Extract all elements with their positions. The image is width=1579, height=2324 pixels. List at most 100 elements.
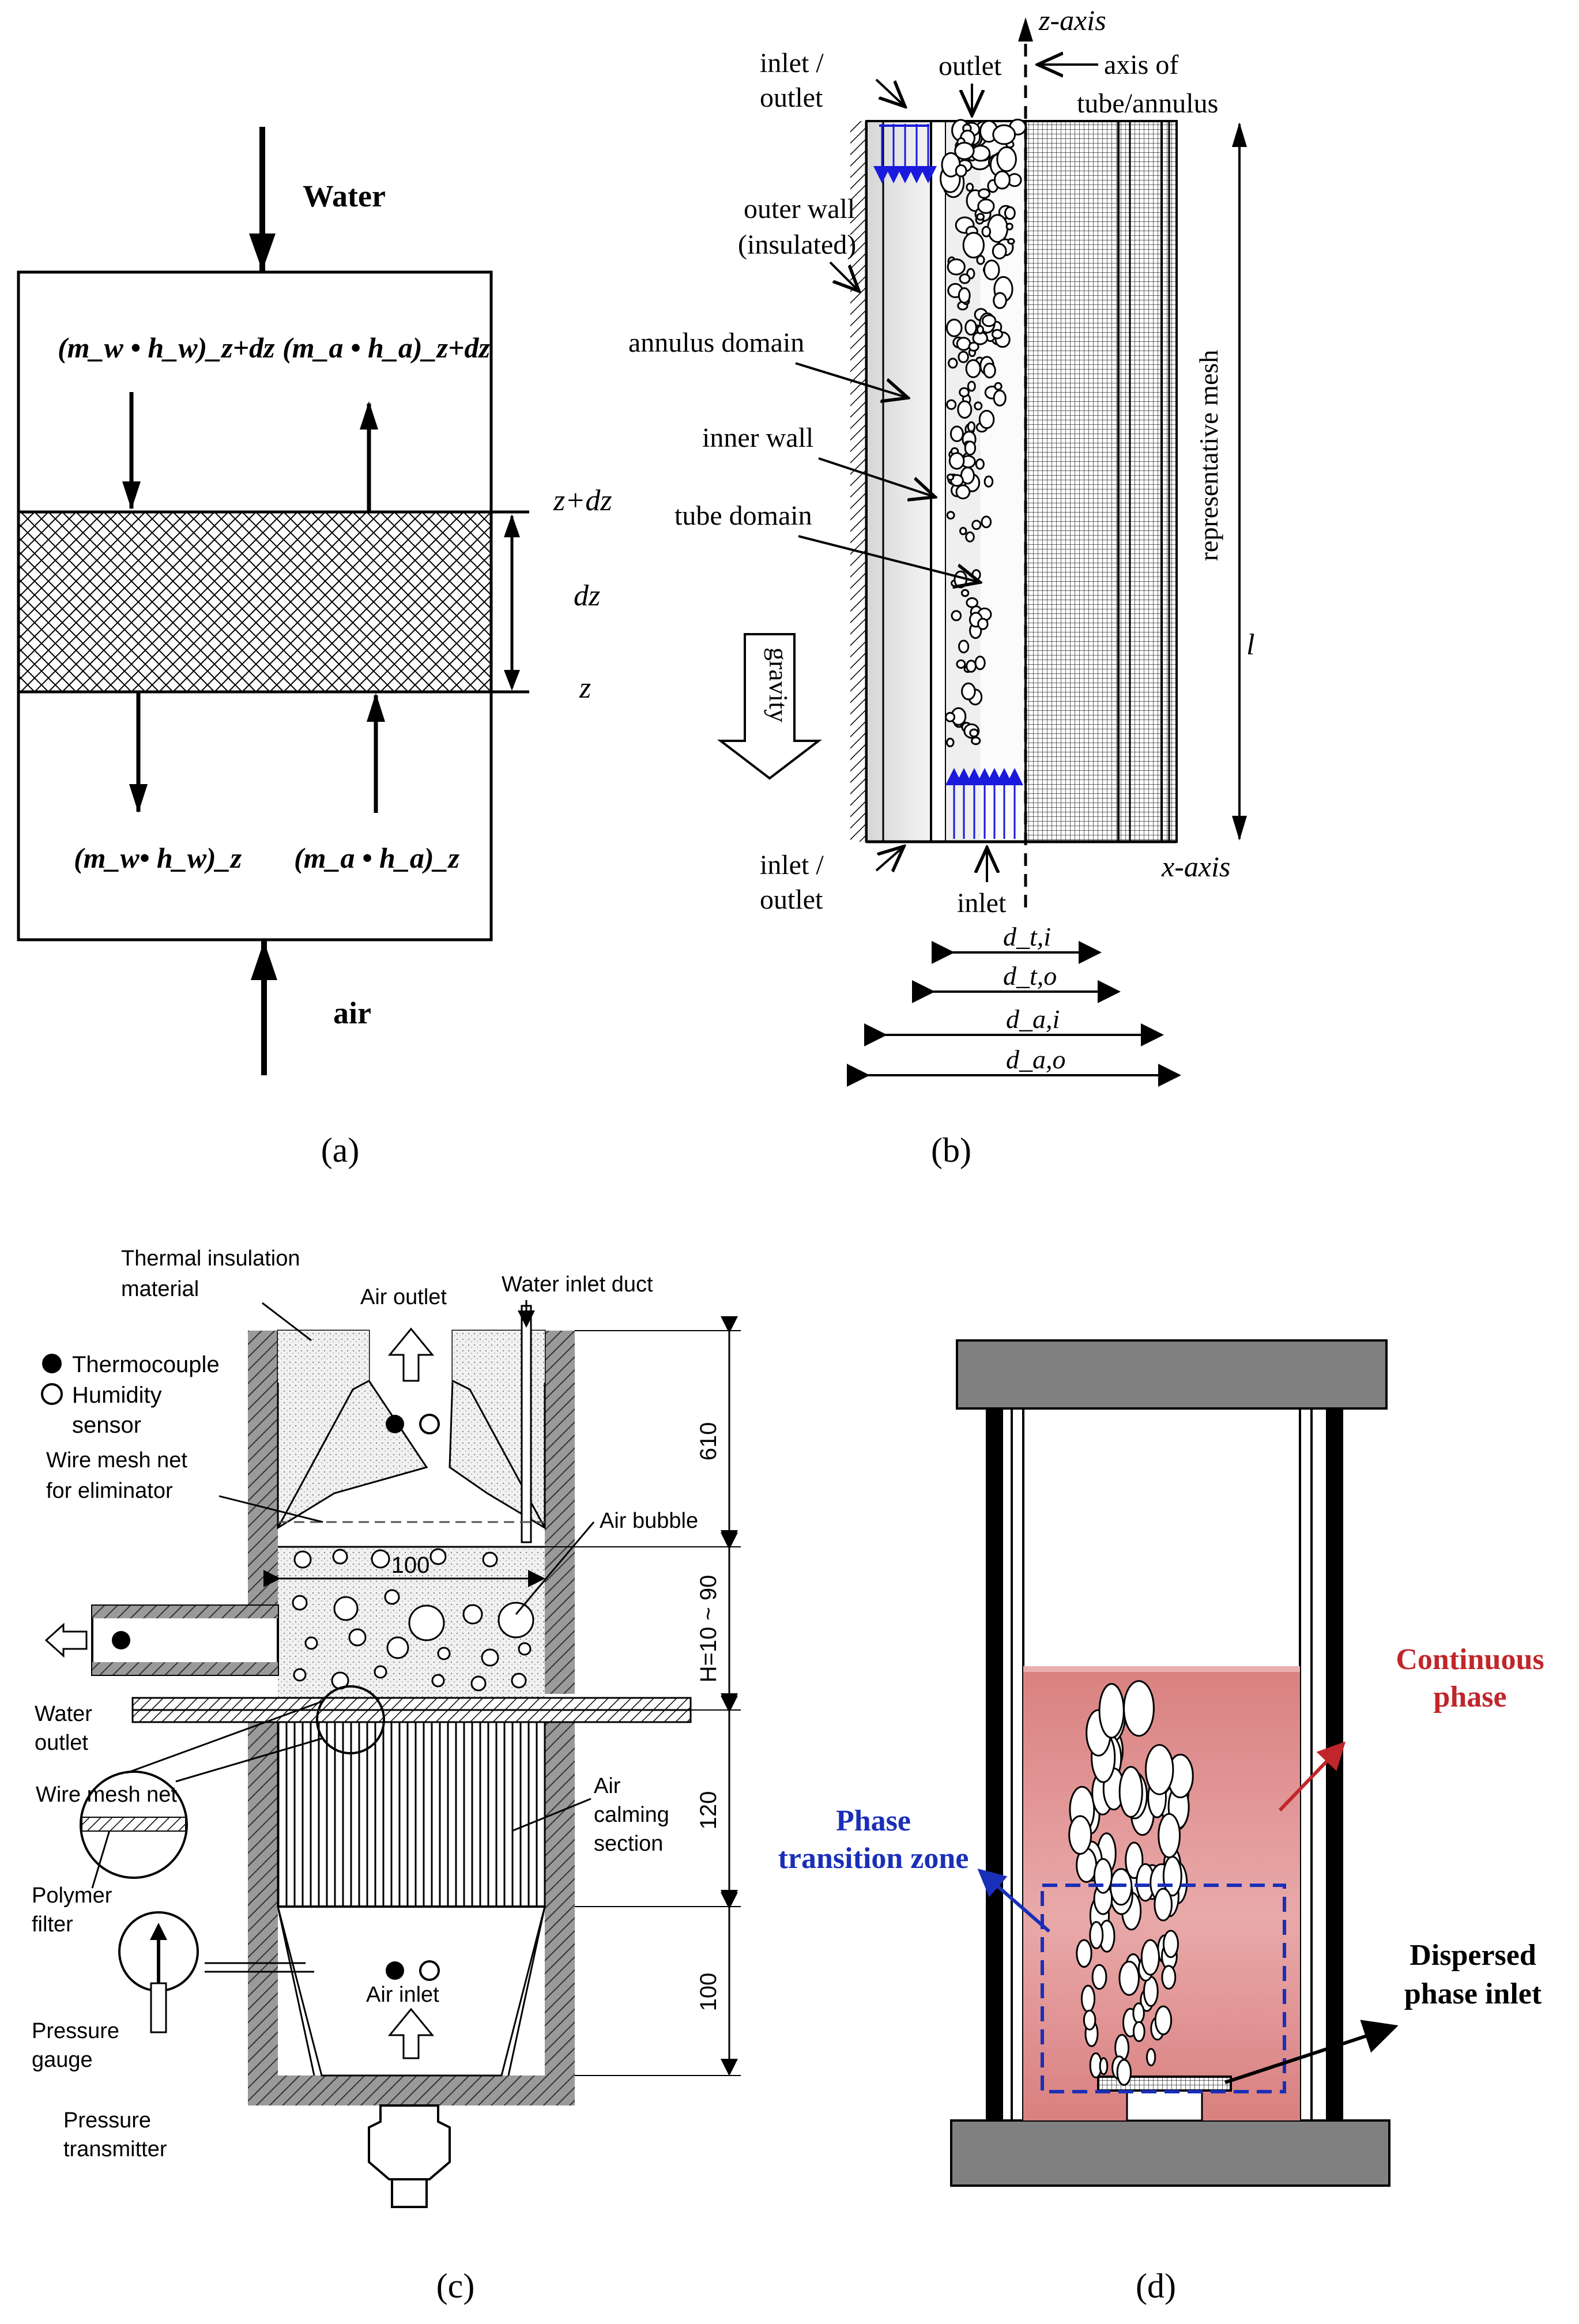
bubble <box>293 1668 307 1682</box>
thermal-insulation-label-2: material <box>121 1277 199 1301</box>
particle <box>964 319 977 336</box>
bubble <box>384 1589 400 1605</box>
particle <box>1007 238 1015 245</box>
d-ai-label: d_a,i <box>1006 1004 1060 1034</box>
right-outer-rod <box>1326 1408 1343 2120</box>
bubble <box>333 1596 359 1621</box>
particle <box>947 473 955 481</box>
length-label: l <box>1246 628 1254 661</box>
bubble <box>1116 2059 1132 2086</box>
particle <box>994 382 1003 391</box>
caption-c: (c) <box>436 2267 475 2305</box>
particle <box>956 337 971 351</box>
right-wall-upper <box>545 1331 575 1694</box>
representative-mesh-label: representative mesh <box>1194 350 1223 562</box>
axis-of-label: axis of <box>1104 50 1178 80</box>
bubble <box>1161 1965 1177 1990</box>
thermocouple-legend: Thermocouple <box>72 1352 220 1377</box>
bubble <box>293 1550 312 1569</box>
annulus-domain <box>865 120 932 843</box>
bubble <box>482 1551 498 1568</box>
humidity-legend-2: sensor <box>72 1413 141 1438</box>
bubble <box>332 1549 348 1565</box>
air-calming-label-2: calming <box>594 1803 669 1827</box>
particle <box>975 458 985 470</box>
particle <box>960 589 970 597</box>
thermal-insulation-label: Thermal insulation <box>121 1246 300 1271</box>
bubble <box>429 1548 447 1565</box>
particle <box>951 610 962 622</box>
particle <box>983 259 1000 281</box>
particle <box>970 145 991 162</box>
particle <box>987 214 1008 243</box>
bubble <box>1123 1680 1155 1737</box>
dispersed-inlet-label-2: phase inlet <box>1404 1978 1542 2010</box>
dim-120-label: 120 <box>696 1791 721 1830</box>
bubble <box>1091 1964 1107 1990</box>
bubble <box>1132 2021 1145 2043</box>
particle <box>977 617 989 630</box>
particle <box>967 381 976 392</box>
particle <box>982 314 997 327</box>
thermocouple-top <box>386 1415 404 1433</box>
bubble <box>1162 1930 1179 1958</box>
outlet-top-label: outlet <box>939 51 1002 81</box>
flux-top-left: (m_w • h_w)_z+dz <box>58 332 275 364</box>
particle <box>971 736 981 745</box>
dim-h-label: H=10 ~ 90 <box>696 1575 721 1683</box>
particle <box>954 141 975 160</box>
bubble <box>470 1675 487 1692</box>
particle <box>993 292 1007 309</box>
humidity-sensor-top <box>419 1414 440 1434</box>
pressure-transmitter-label: Pressure <box>63 2108 151 2133</box>
representative-mesh <box>1024 120 1178 843</box>
particle <box>945 737 955 748</box>
particle <box>958 287 971 304</box>
air-inlet-label: Air inlet <box>366 1983 439 2007</box>
particle <box>946 399 957 410</box>
bubble <box>1118 1766 1143 1818</box>
left-wall-upper <box>248 1331 278 1643</box>
wire-mesh-net-label: Wire mesh net <box>36 1783 177 1807</box>
polymer-filter-label-2: filter <box>32 1912 73 1937</box>
pressure-gauge-label-2: gauge <box>32 2048 93 2072</box>
air-outlet-label: Air outlet <box>360 1285 447 1309</box>
dim-100-label: 100 <box>696 1973 721 2012</box>
particle-bubbles <box>940 118 1027 748</box>
dispersed-inlet-arrow <box>1224 2020 1399 2084</box>
right-wall-lower <box>545 1701 575 2104</box>
bubble <box>511 1673 527 1689</box>
particle <box>959 387 970 398</box>
bubble <box>431 1674 445 1688</box>
bubble <box>1118 1960 1140 1996</box>
panel-b: z-axis outlet axis of tube/annulus inlet… <box>628 4 1254 1169</box>
particle <box>974 401 983 410</box>
water-inlet-duct <box>521 1305 532 1543</box>
inner-wall-label: inner wall <box>702 423 813 453</box>
d-ti-label: d_t,i <box>1003 922 1051 951</box>
dim-610-label: 610 <box>696 1422 721 1461</box>
annulus-flow-arrows <box>873 124 937 183</box>
bubble <box>1099 2057 1109 2076</box>
left-outer-rod <box>986 1408 1003 2120</box>
x-axis-label: x-axis <box>1161 850 1230 883</box>
bubble <box>408 1604 445 1641</box>
polymer-filter-label: Polymer <box>32 1884 112 1908</box>
humidity-legend-icon <box>41 1383 63 1405</box>
tube-inlet-arrows <box>945 768 1023 839</box>
continuous-phase-label-2: phase <box>1433 1681 1506 1713</box>
particle <box>962 232 985 259</box>
air-label: air <box>333 996 371 1030</box>
particle <box>983 475 994 488</box>
particle <box>971 519 982 530</box>
air-bubble-label: Air bubble <box>600 1509 698 1533</box>
particle <box>969 728 979 738</box>
dispersed-bubbles <box>1068 1680 1194 2086</box>
particle <box>976 213 985 221</box>
particle <box>1005 223 1013 231</box>
particle <box>957 400 973 419</box>
inlet-outlet-bottom-label: inlet / <box>760 850 824 880</box>
particle <box>976 325 985 334</box>
axis-of-label-2: tube/annulus <box>1077 88 1218 119</box>
particle <box>993 389 1007 407</box>
